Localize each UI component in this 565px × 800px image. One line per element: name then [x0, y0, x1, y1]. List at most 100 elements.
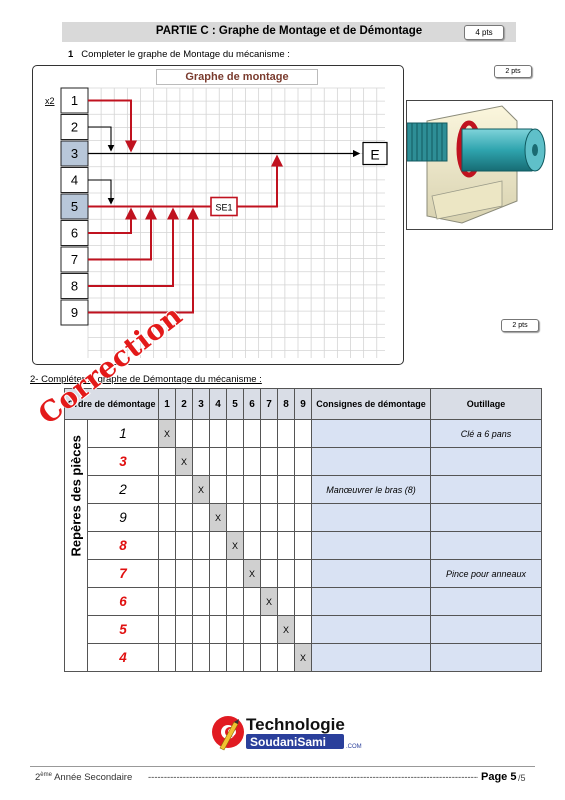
order-cell: [243, 419, 261, 448]
order-cell: [175, 503, 193, 532]
table-row: 2 X Manœuvrer le bras (8): [65, 475, 542, 504]
piece-label: 6: [71, 226, 78, 241]
order-cell: [243, 475, 261, 504]
points-badge: 4 pts: [464, 25, 504, 40]
header-col-2: 2: [175, 388, 193, 420]
outillage-cell: [430, 643, 542, 672]
header-col-4: 4: [209, 388, 227, 420]
consigne-cell: [311, 419, 431, 448]
footer-level-sup: ème: [40, 772, 52, 778]
piece-box: [60, 167, 89, 193]
arrow-se1: [237, 154, 283, 208]
order-cell: [294, 419, 312, 448]
order-mark: X: [209, 503, 227, 532]
table-header-row: Ordre de démontage 1 2 3 4 5 6 7 8 9 Con…: [64, 388, 542, 420]
order-cell: [192, 587, 210, 616]
consigne-cell: [311, 447, 431, 476]
consigne-cell: [311, 559, 431, 588]
footer-dashes: ----------------------------------------…: [148, 772, 478, 783]
order-cell: [226, 447, 244, 476]
order-cell: [209, 559, 227, 588]
order-cell: [209, 447, 227, 476]
logo: Technologie SoudaniSami .COM: [210, 710, 370, 756]
arrow-piece-9: [88, 207, 199, 314]
order-cell: [243, 531, 261, 560]
end-label: E: [370, 147, 379, 163]
points-badge-photo: 2 pts: [501, 319, 539, 332]
piece-number: 5: [87, 615, 159, 644]
order-cell: [175, 419, 193, 448]
header-col-7: 7: [260, 388, 278, 420]
piece-label: 2: [71, 120, 78, 135]
piece-number: 1: [87, 419, 159, 448]
subassembly-label: SE1: [215, 203, 232, 213]
order-cell: [192, 531, 210, 560]
outillage-cell: [430, 531, 542, 560]
order-cell: [226, 503, 244, 532]
order-cell: [175, 531, 193, 560]
end-box: [362, 141, 388, 166]
order-cell: [209, 475, 227, 504]
order-cell: [158, 447, 176, 476]
order-cell: [277, 503, 295, 532]
order-cell: [260, 475, 278, 504]
order-cell: [158, 531, 176, 560]
piece-label: 4: [71, 173, 78, 188]
piece-label: 8: [71, 279, 78, 294]
order-cell: [209, 531, 227, 560]
row-label: Repères des pièces: [64, 419, 88, 672]
order-cell: [277, 475, 295, 504]
question-text: Completer le graphe de Montage du mécani…: [81, 49, 290, 60]
consigne-cell: [311, 587, 431, 616]
consigne-cell: Manœuvrer le bras (8): [311, 475, 431, 504]
piece-number: 2: [87, 475, 159, 504]
outillage-cell: [430, 587, 542, 616]
order-cell: [260, 615, 278, 644]
order-cell: [226, 615, 244, 644]
order-cell: [260, 559, 278, 588]
piece-number: 6: [87, 587, 159, 616]
header-col-9: 9: [294, 388, 312, 420]
order-cell: [294, 559, 312, 588]
order-cell: [192, 559, 210, 588]
order-cell: [243, 643, 261, 672]
order-cell: [209, 643, 227, 672]
order-cell: [158, 587, 176, 616]
montage-graph-title: Graphe de montage: [156, 69, 318, 85]
order-cell: [260, 419, 278, 448]
outillage-cell: [430, 615, 542, 644]
footer-level: 2ème Année Secondaire: [35, 772, 132, 783]
order-cell: [226, 643, 244, 672]
logo-suffix: .COM: [346, 744, 362, 750]
arrow-piece-6: [88, 207, 137, 234]
order-cell: [175, 475, 193, 504]
order-cell: [243, 503, 261, 532]
order-mark: X: [158, 419, 176, 448]
piece-box: [60, 246, 89, 273]
header-col-1: 1: [158, 388, 176, 420]
header-outillage: Outillage: [430, 388, 542, 420]
section-title: PARTIE C : Graphe de Montage et de Démon…: [155, 25, 423, 37]
order-cell: [175, 643, 193, 672]
order-mark: X: [175, 447, 193, 476]
consigne-cell: [311, 503, 431, 532]
order-cell: [260, 643, 278, 672]
piece-number: 4: [87, 643, 159, 672]
order-mark: X: [294, 643, 312, 672]
order-mark: X: [243, 559, 261, 588]
piece-label: 7: [71, 252, 78, 267]
footer-level-number: 2: [35, 772, 41, 784]
order-cell: [277, 419, 295, 448]
order-cell: [277, 643, 295, 672]
outillage-cell: Pince pour anneaux: [430, 559, 542, 588]
order-mark: X: [192, 475, 210, 504]
logo-site: SoudaniSami: [250, 735, 326, 749]
multiplier-label: x2: [45, 96, 55, 106]
header-col-3: 3: [192, 388, 210, 420]
order-cell: [175, 587, 193, 616]
piece-box: [60, 114, 89, 140]
